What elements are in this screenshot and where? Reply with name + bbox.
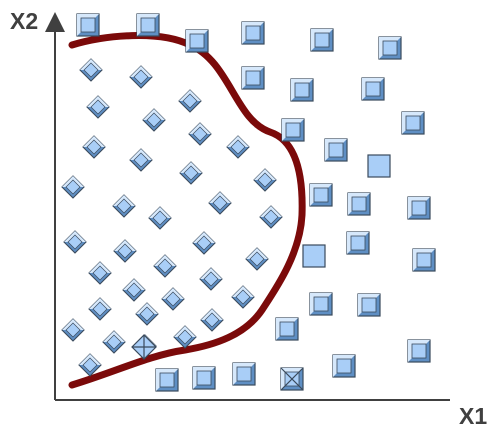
diamond-point: [79, 58, 103, 82]
square-point: [185, 29, 209, 53]
square-point: [281, 118, 305, 142]
square-point: [309, 292, 333, 316]
diamond-point: [88, 261, 112, 285]
diamond-point: [178, 89, 202, 113]
square-point: [155, 368, 179, 392]
diamond-point: [148, 206, 172, 230]
square-point: [378, 36, 402, 60]
diamond-point: [135, 302, 159, 326]
square-point: [357, 293, 381, 317]
diamond-point: [208, 191, 232, 215]
diamond-point: [199, 267, 223, 291]
diamond-point: [173, 325, 197, 349]
square-point-flat: [302, 244, 326, 268]
diamond-point: [82, 135, 106, 159]
diamond-point: [78, 353, 102, 377]
square-point: [76, 13, 100, 37]
diamond-point: [200, 308, 224, 332]
diamond-point: [129, 148, 153, 172]
diamond-point: [61, 175, 85, 199]
square-point: [192, 366, 216, 390]
class-square-group: [76, 13, 436, 392]
diamond-point: [88, 297, 112, 321]
square-point: [361, 77, 385, 101]
diamond-point: [161, 287, 185, 311]
class-diamond-group: [61, 58, 283, 377]
square-point: [241, 21, 265, 45]
square-point-flat: [367, 154, 391, 178]
square-point: [407, 196, 431, 220]
square-point: [346, 231, 370, 255]
diamond-point: [112, 194, 136, 218]
diamond-point: [259, 205, 283, 229]
y-axis-label: X2: [10, 8, 39, 34]
diamond-point: [61, 318, 85, 342]
square-point: [401, 111, 425, 135]
x-axis-label: X1: [459, 403, 488, 429]
square-point: [332, 354, 356, 378]
diamond-point: [129, 65, 153, 89]
diamond-point-marked: [131, 334, 157, 360]
square-point-marked: [280, 367, 304, 391]
diamond-point: [63, 230, 87, 254]
square-point: [275, 317, 299, 341]
diamond-point: [245, 247, 269, 271]
square-point: [324, 138, 348, 162]
square-point: [309, 183, 333, 207]
square-point: [232, 362, 256, 386]
square-point: [290, 78, 314, 102]
square-point: [412, 248, 436, 272]
diamond-point: [142, 108, 166, 132]
diamond-point: [179, 161, 203, 185]
diamond-point: [231, 285, 255, 309]
diamond-point: [102, 330, 126, 354]
diamond-point: [113, 239, 137, 263]
square-point: [241, 66, 265, 90]
diamond-point: [192, 231, 216, 255]
square-point: [347, 192, 371, 216]
diamond-point: [86, 95, 110, 119]
diamond-point: [153, 254, 177, 278]
diamond-point: [188, 122, 212, 146]
square-point: [136, 13, 160, 37]
square-point: [310, 28, 334, 52]
diamond-point: [122, 278, 146, 302]
diamond-point: [253, 168, 277, 192]
square-point: [407, 339, 431, 363]
diamond-point: [226, 135, 250, 159]
